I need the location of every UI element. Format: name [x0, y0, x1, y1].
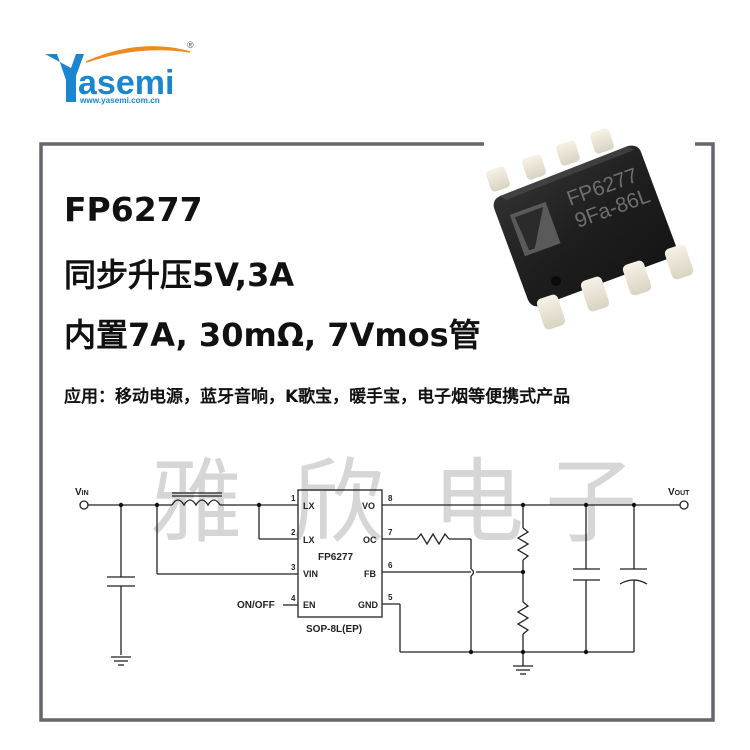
chip-pin1-dot: [551, 276, 561, 286]
product-model: FP6277: [64, 190, 203, 229]
pin-7-number: 7: [388, 528, 393, 537]
yasemi-logo: asemi www.yasemi.com.cn ®: [45, 40, 194, 105]
logo-wordmark: asemi: [78, 64, 174, 102]
chip-top-pins: [486, 128, 614, 192]
oc-resistor: [416, 532, 450, 546]
pin-7-name: OC: [363, 535, 377, 545]
logo-url: www.yasemi.com.cn: [79, 96, 160, 105]
watermark-char-4: 子: [545, 449, 638, 556]
pin-3-name: VIN: [303, 569, 318, 579]
vout-label: VOUT: [668, 487, 690, 498]
ic-name: FP6277: [318, 552, 353, 563]
registered-mark: ®: [187, 40, 194, 50]
watermark-char-2: 欣: [292, 449, 385, 556]
feedback-resistor-bottom: [516, 601, 530, 635]
pin-6-number: 6: [388, 561, 393, 570]
watermark-char-3: 电: [432, 449, 525, 556]
pin-4-name: EN: [303, 600, 316, 610]
pin-8-name: VO: [362, 501, 375, 511]
junction-dots: [118, 502, 637, 655]
pin-2-number: 2: [291, 528, 296, 537]
pin-6-name: FB: [364, 569, 376, 579]
product-headline: 同步升压5V,3A: [64, 256, 295, 294]
inductor: [171, 499, 221, 507]
pin-2-name: LX: [303, 535, 315, 545]
product-spec: 内置7A, 30mΩ, 7Vmos管: [64, 316, 481, 354]
ic-package: SOP-8L(EP): [306, 624, 362, 635]
logo-swoosh: [85, 46, 191, 63]
pin-1-name: LX: [303, 501, 315, 511]
pin-5-name: GND: [358, 600, 379, 610]
pin-8-number: 8: [388, 494, 393, 503]
pin-5-number: 5: [388, 593, 393, 602]
vout-terminal: [679, 500, 689, 510]
chip-photo: FP6277 9Fa-86L: [486, 128, 694, 330]
pin-3-number: 3: [291, 563, 296, 572]
logo-y-glyph: [45, 54, 84, 102]
watermark-char-1: 雅: [150, 449, 243, 556]
vin-terminal: [79, 500, 89, 510]
chip-bottom-pins: [536, 244, 694, 330]
pin-1-number: 1: [291, 494, 296, 503]
pin-4-number: 4: [291, 594, 296, 603]
feedback-resistor-top: [516, 527, 530, 561]
applications-text: 应用：移动电源，蓝牙音响，K歌宝，暖手宝，电子烟等便携式产品: [64, 387, 571, 407]
chip-brand-mark: [509, 201, 561, 257]
vin-label: VIN: [75, 487, 89, 498]
ic-body: [297, 489, 383, 618]
onoff-label: ON/OFF: [237, 600, 275, 611]
